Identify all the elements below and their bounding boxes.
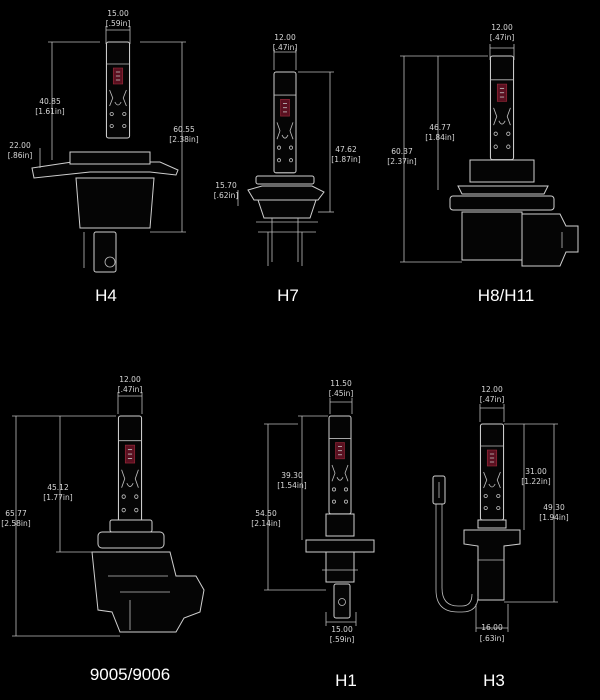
hb-dim-width: 12.00 [.47in] <box>117 375 143 414</box>
h7-dim-flange-in: [.62in] <box>214 191 239 200</box>
hb-dim-total-in: [2.58in] <box>1 519 30 528</box>
h1-dim-base: 15.00 [.59in] <box>325 612 357 644</box>
h4-drawing <box>31 41 179 273</box>
bulb-9005-9006: 12.00 [.47in] 45.12 [1.77in] 65.77 [2.58… <box>1 375 205 684</box>
h4-dim-flange-mm: 22.00 <box>9 141 31 150</box>
hb-dim-total-mm: 65.77 <box>5 509 27 518</box>
h8-drawing <box>449 55 579 267</box>
hb-dim-mid-in: [1.77in] <box>43 493 72 502</box>
h4-dim-height-mm: 40.85 <box>39 97 61 106</box>
h1-dim-total: 54.50 [2.14in] <box>251 423 326 591</box>
h4-dim-total: 60.55 [2.38in] <box>140 41 199 233</box>
h7-dim-height-mm: 47.62 <box>335 145 357 154</box>
hb-dim-mid: 45.12 [1.77in] <box>43 415 116 553</box>
h7-label: H7 <box>277 286 299 305</box>
h1-dim-mid-in: [1.54in] <box>277 481 306 490</box>
h7-dim-flange-mm: 15.70 <box>215 181 237 190</box>
h1-dim-width: 11.50 [.45in] <box>329 379 354 414</box>
h8-dim-mid-mm: 46.77 <box>429 123 451 132</box>
h3-dim-width-mm: 12.00 <box>481 385 503 394</box>
h8-dim-mid-in: [1.84in] <box>425 133 454 142</box>
h7-dim-width-mm: 12.00 <box>274 33 296 42</box>
h4-label: H4 <box>95 286 117 305</box>
h3-dim-total-in: [1.94in] <box>539 513 568 522</box>
h8-dim-total-in: [2.37in] <box>387 157 416 166</box>
h3-dim-base-mm: 16.00 <box>481 623 503 632</box>
h1-dim-base-in: [.59in] <box>330 635 355 644</box>
bulb-h3: 12.00 [.47in] 31.00 [1.22in] 49.30 [1.94… <box>432 385 569 690</box>
h4-dim-width-in: [.59in] <box>106 19 131 28</box>
h3-label: H3 <box>483 671 505 690</box>
h4-dim-height: 40.85 [1.61in] <box>35 41 100 160</box>
h3-dim-base: 16.00 [.63in] <box>475 604 509 643</box>
h8-dim-total-mm: 60.37 <box>391 147 413 156</box>
h1-dim-base-mm: 15.00 <box>331 625 353 634</box>
hb-drawing <box>91 415 205 633</box>
h1-dim-width-mm: 11.50 <box>330 379 352 388</box>
h7-dim-width-in: [.47in] <box>273 43 298 52</box>
h1-dim-mid: 39.30 [1.54in] <box>277 415 328 540</box>
h8-dim-width: 12.00 [.47in] <box>489 23 515 60</box>
bulb-h1: 11.50 [.45in] 39.30 [1.54in] 54.50 [2.14… <box>251 379 375 690</box>
h8-dim-mid: 46.77 [1.84in] <box>425 55 488 190</box>
h7-dim-height: 47.62 [1.87in] <box>298 71 361 213</box>
h7-dim-height-in: [1.87in] <box>331 155 360 164</box>
h3-dim-base-in: [.63in] <box>480 634 505 643</box>
h1-dim-width-in: [.45in] <box>329 389 354 398</box>
h3-dim-total-mm: 49.30 <box>543 503 565 512</box>
bulb-h8-h11: 12.00 [.47in] 46.77 [1.84in] 60.37 [2.37… <box>387 23 579 305</box>
hb-dim-mid-mm: 45.12 <box>47 483 69 492</box>
h8-dim-width-in: [.47in] <box>490 33 515 42</box>
h1-dim-total-in: [2.14in] <box>251 519 280 528</box>
h1-dim-total-mm: 54.50 <box>255 509 277 518</box>
bulb-h7: 12.00 [.47in] 47.62 [1.87in] 15.70 [.62i… <box>214 33 361 305</box>
hb-dim-width-mm: 12.00 <box>119 375 141 384</box>
h3-dim-width: 12.00 [.47in] <box>479 385 505 422</box>
h3-drawing <box>432 423 521 613</box>
h4-dim-height-in: [1.61in] <box>35 107 64 116</box>
h4-dim-total-mm: 60.55 <box>173 125 195 134</box>
hb-label: 9005/9006 <box>90 665 170 684</box>
h3-dim-mid: 31.00 [1.22in] <box>504 423 551 530</box>
hb-dim-width-in: [.47in] <box>118 385 143 394</box>
h7-dim-width: 12.00 [.47in] <box>273 33 298 70</box>
h4-dim-flange-in: [.86in] <box>8 151 33 160</box>
h3-dim-mid-mm: 31.00 <box>525 467 547 476</box>
h1-label: H1 <box>335 671 357 690</box>
hb-dim-total: 65.77 [2.58in] <box>1 415 120 637</box>
h7-drawing <box>247 71 325 266</box>
h8-dim-total: 60.37 [2.37in] <box>387 55 462 263</box>
h3-dim-mid-in: [1.22in] <box>521 477 550 486</box>
bulb-h4: 15.00 [.59in] 40.85 [1.61in] 22.00 [.86i… <box>8 9 199 305</box>
h4-dim-width: 15.00 [.59in] <box>105 9 131 44</box>
h3-dim-width-in: [.47in] <box>480 395 505 404</box>
h1-dim-mid-mm: 39.30 <box>281 471 303 480</box>
h4-dim-total-in: [2.38in] <box>169 135 198 144</box>
h4-dim-width-mm: 15.00 <box>107 9 129 18</box>
h4-dim-flange: 22.00 [.86in] <box>8 141 41 168</box>
h8-dim-width-mm: 12.00 <box>491 23 513 32</box>
h7-dim-flange: 15.70 [.62in] <box>214 181 239 206</box>
h1-drawing <box>305 415 375 619</box>
h3-dim-total: 49.30 [1.94in] <box>504 423 569 603</box>
h8-h11-label: H8/H11 <box>478 286 534 305</box>
